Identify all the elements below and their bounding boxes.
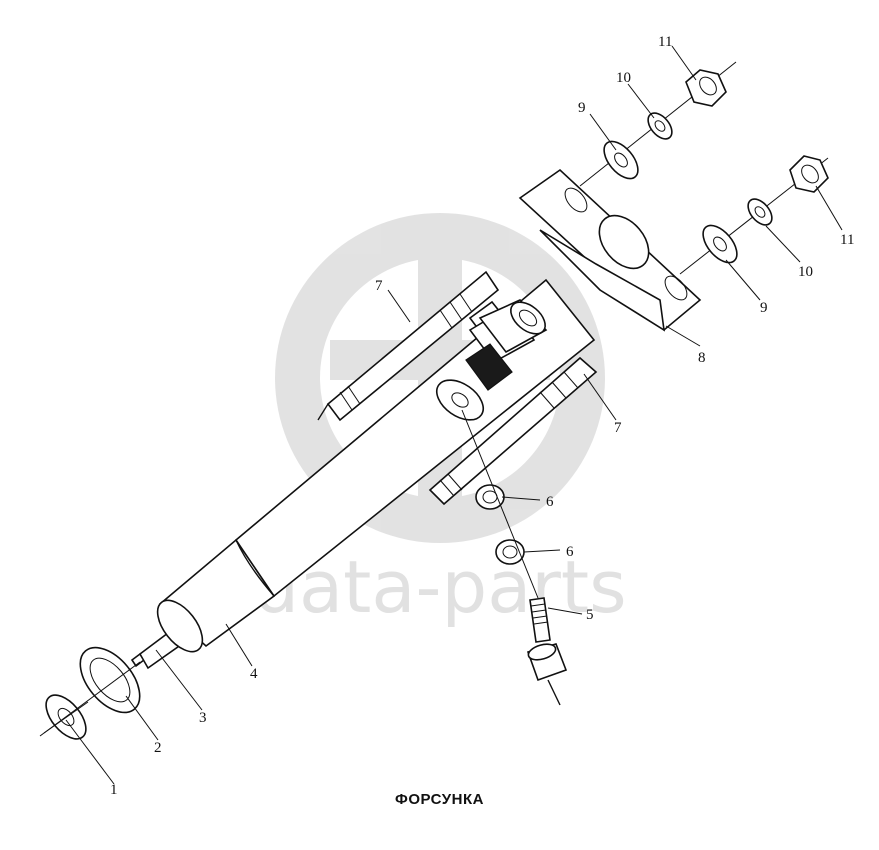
- fitting-gasket: [436, 379, 484, 421]
- callout-4: 4: [250, 666, 258, 682]
- callout-5: 5: [586, 607, 594, 623]
- diagram-caption: ФОРСУНКА: [395, 791, 484, 808]
- axis-line-bolt: [461, 409, 539, 599]
- callout-1: 1: [110, 782, 118, 798]
- callout-10-lower: 10: [798, 264, 813, 280]
- injector-body: [130, 278, 596, 670]
- callout-9-lower: 9: [760, 300, 768, 316]
- callout-8: 8: [698, 350, 706, 366]
- washer-9-lower: [702, 224, 738, 264]
- axis-line-tip: [39, 661, 141, 737]
- stud-7-lower: [428, 356, 598, 506]
- callout-11-upper: 11: [658, 34, 672, 50]
- washer-9-upper: [603, 140, 639, 180]
- leader-lines: [65, 45, 843, 785]
- callout-2: 2: [154, 740, 162, 756]
- callout-7-upper: 7: [375, 278, 383, 294]
- callout-3: 3: [199, 710, 207, 726]
- callout-11-lower: 11: [840, 232, 854, 248]
- callout-6-upper: 6: [546, 494, 554, 510]
- lock-washer-10-upper: [647, 112, 673, 140]
- callout-10-upper: 10: [616, 70, 631, 86]
- nut-11-lower: [789, 155, 829, 193]
- banjo-bolt-5: [526, 597, 568, 706]
- callout-6-lower: 6: [566, 544, 574, 560]
- nut-11-upper: [685, 69, 727, 107]
- callout-7-lower: 7: [614, 420, 622, 436]
- sealing-ring-2: [79, 646, 141, 714]
- stud-7-upper: [317, 270, 500, 422]
- callout-9-upper: 9: [578, 100, 586, 116]
- washer-6-upper: [475, 484, 505, 510]
- flange-8: [518, 168, 702, 332]
- lock-washer-10-lower: [747, 198, 773, 226]
